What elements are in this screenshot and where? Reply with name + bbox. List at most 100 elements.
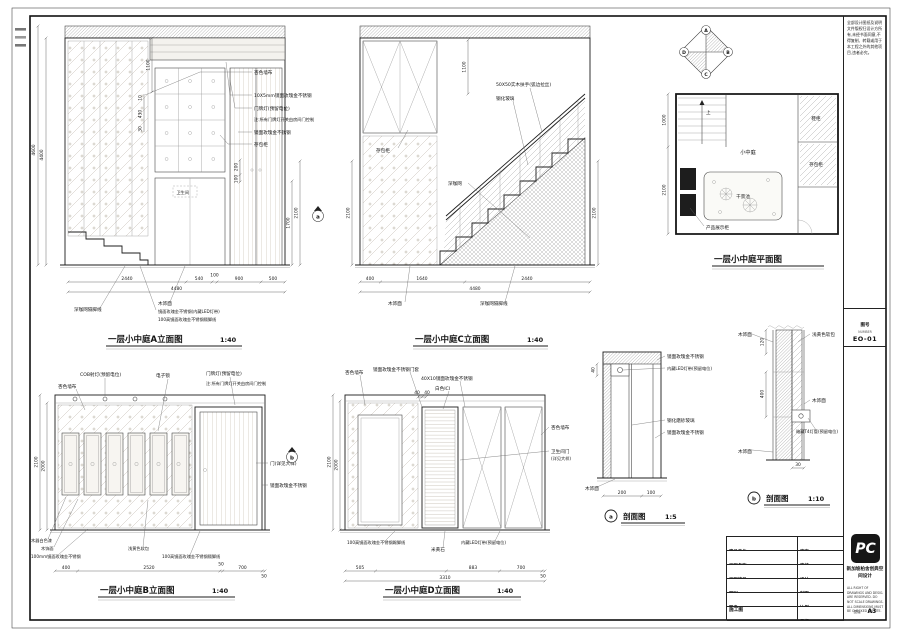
material-label: 50X50实木扶手(弧边拉丝)	[496, 81, 551, 88]
material-label: 镜面玫瑰金不锈钢	[254, 129, 291, 136]
paper-value: A3	[867, 608, 877, 615]
material-label: 木器白色漆	[31, 537, 52, 544]
elevation-b-view: COB射灯(预留电位) 杏色墙布 电子锁 门牌灯(预留电位) 注:所有门牌灯开关…	[31, 370, 307, 601]
dim-label: 883	[469, 565, 478, 571]
marker-letter: b	[752, 497, 756, 503]
compass-letter-d: D	[682, 50, 686, 56]
binding-marks	[15, 28, 26, 47]
field-draw: 制图 DRAW	[798, 579, 844, 593]
dimensions: 2440 540 100 900 500 4480 4600 4400 1700…	[31, 24, 302, 294]
number-label: 图号	[860, 323, 870, 328]
dim-label: 505	[356, 565, 365, 571]
material-label: 深咖网隔脚线	[74, 306, 102, 313]
door-panel-row	[61, 432, 190, 496]
annotations: 杏色墙布 10X5mm镜面玫瑰金不锈钢 门牌灯(预留电位) 注:所有门牌灯开关由…	[74, 61, 314, 323]
material-label: (详见大样)	[551, 455, 571, 462]
material-label: 镜面玫瑰金不锈钢(内藏LED灯带)	[158, 308, 220, 315]
dim-label: 2100	[327, 456, 333, 467]
stage-value: 施工图	[729, 608, 744, 613]
dim-label: 2100	[346, 207, 352, 218]
dim-label: 2100	[592, 207, 598, 218]
material-label: 100mm镜面玫瑰金不锈钢	[31, 553, 81, 560]
dim-label: 50	[261, 574, 267, 580]
dim-label: 400	[366, 276, 375, 282]
dim-label: 900	[235, 276, 244, 282]
material-label: 浅黄色软包	[128, 545, 150, 552]
dim-label: 40	[414, 390, 420, 396]
field-date: 日期 DATE 2016.08	[798, 607, 844, 621]
view-title-text: 一层小中庭C立面图	[415, 334, 489, 345]
field-build-unit: 建设单位 BUILDING UNITS	[727, 537, 798, 551]
material-label: 镜面玫瑰金不锈钢	[667, 429, 704, 436]
material-label: 木饰面	[738, 448, 752, 455]
dim-label: 4600	[31, 144, 37, 155]
room-label: 干景池	[736, 193, 750, 200]
field-stage: 施工图	[727, 607, 798, 621]
dim-label: 200	[618, 490, 627, 496]
orientation-compass: A D B C	[679, 25, 733, 79]
wc-label: 卫生间	[177, 189, 190, 196]
material-label: 木饰面	[812, 397, 826, 404]
dim-label: 100	[647, 490, 656, 496]
field-drawing-name: 图名 一层小中庭立面图	[727, 593, 798, 607]
dim-label: 200	[234, 163, 240, 172]
drawing-number-box: 图号 NUMBER EO-01	[844, 308, 886, 347]
dim-label: 100	[234, 175, 240, 184]
wood-cabinet	[229, 67, 283, 266]
material-label: 杏色墙布	[254, 69, 273, 76]
field-label: 日期	[800, 619, 809, 620]
dim-label: 2440	[521, 276, 532, 282]
sheet-border	[11, 7, 891, 629]
view-scale: 1:40	[212, 587, 229, 595]
field-scale: 比例 SCALE 1:40	[798, 593, 844, 607]
company-name: 新加坡柏舍创典空间设计	[846, 567, 884, 579]
material-label: 存包柜	[376, 147, 390, 154]
up-label: 上	[706, 109, 711, 116]
dim-label: 400	[62, 565, 71, 571]
dim-label: 540	[195, 276, 204, 282]
wc-louver-door	[421, 406, 459, 529]
view-title-text: 一层小中庭A立面图	[108, 334, 183, 345]
glass-balustrade	[443, 98, 585, 263]
note-label: 注:所有门牌灯开关由房间门控制	[254, 116, 314, 123]
dim-label: 1000	[662, 114, 668, 125]
field-drawing-type: 图别 TITLE 室内装修设计	[727, 579, 798, 593]
material-label: 内藏LED灯带(预留电位)	[461, 539, 506, 546]
handrail	[445, 93, 586, 221]
dim-label: 50	[218, 561, 224, 567]
stair-steps	[439, 138, 585, 265]
copyright-cn: 全部设计图纸及说明文件版权归设计方所有,未经书面同意,不得复制、转载或用于本工程…	[847, 20, 883, 56]
field-verify: 审核 VERIFY	[798, 551, 844, 565]
stairs-elevation	[68, 231, 149, 265]
dim-label: 4480	[469, 286, 480, 292]
section-a-view: 镜面玫瑰金不锈钢 内藏LED灯带(预留电位) 钢化磨砂玻璃 镜面玫瑰金不锈钢 木…	[585, 351, 712, 526]
dim-label: 100	[210, 272, 219, 278]
dim-label: 10	[138, 95, 144, 101]
dim-label: 2100	[662, 184, 668, 195]
plan-drawing: 上 小中庭 干景池 产品展示柜 鞋柜	[675, 93, 839, 235]
material-label: 100高镜面玫瑰金不锈钢隔脚线	[162, 553, 221, 560]
material-label: 门牌灯(预留电位)	[206, 370, 242, 377]
paper-size: 图幅 A3	[844, 598, 886, 617]
material-label: 100高镜面玫瑰金不锈钢隔脚线	[158, 316, 217, 323]
dim-label: 4480	[171, 286, 182, 292]
plant-symbol	[742, 197, 758, 213]
dim-label: 3310	[439, 575, 450, 581]
section-marker-b: b	[286, 447, 298, 463]
material-label: 浅黄色软包	[812, 331, 835, 338]
dim-label: 2100	[294, 207, 300, 218]
locker-cabinets	[362, 40, 438, 134]
dim-label: 1640	[416, 276, 427, 282]
annotations: COB射灯(预留电位) 杏色墙布 电子锁 门牌灯(预留电位) 注:所有门牌灯开关…	[31, 370, 307, 560]
material-label: 10X5mm镜面玫瑰金不锈钢	[254, 92, 312, 99]
view-title: 一层小中庭A立面图 1:40	[106, 334, 242, 350]
view-title: 一层小中庭B立面图 1:40	[98, 585, 235, 601]
view-title-text: 剖面图	[766, 493, 789, 503]
view-title: 一层小中庭D立面图 1:40	[383, 585, 521, 601]
material-label: COB射灯(预留电位)	[80, 371, 121, 378]
material-label: 杏色墙布	[551, 424, 570, 431]
view-title-text: 一层小中庭D立面图	[385, 585, 460, 596]
dim-label: 30	[795, 462, 801, 468]
view-title: 一层小中庭平面图	[712, 254, 824, 270]
